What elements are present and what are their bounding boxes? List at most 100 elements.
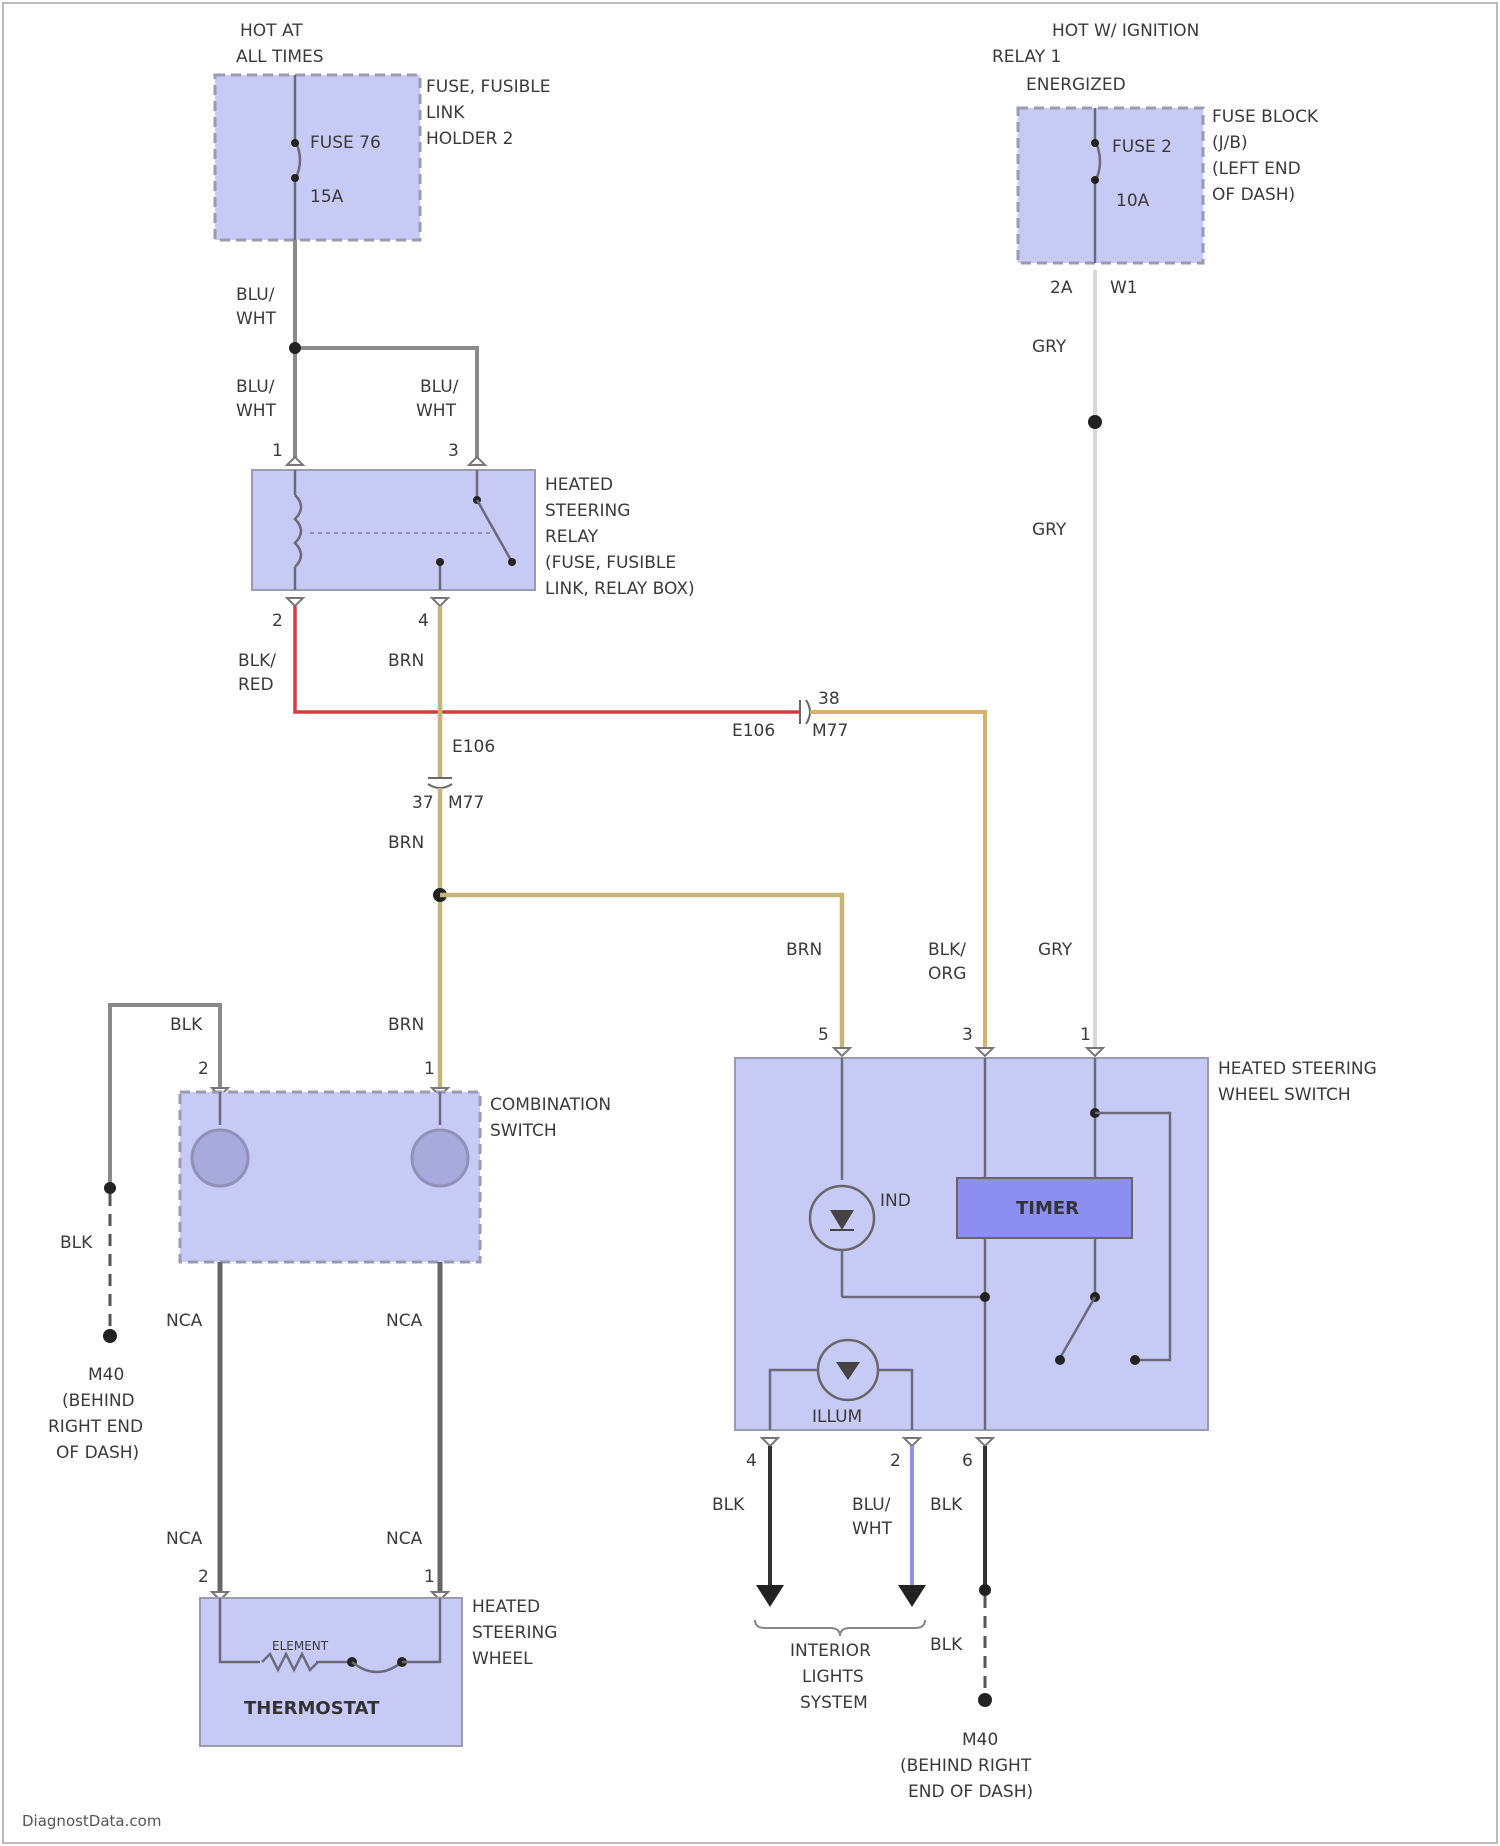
wire-blu-wht-label-2a: BLU/ xyxy=(236,377,275,397)
ground-left-label-3: RIGHT END xyxy=(48,1417,143,1437)
relay-pin-4: 4 xyxy=(418,611,429,631)
hot-ignition-label-2: RELAY 1 xyxy=(992,47,1061,67)
fuse-holder-label-3: HOLDER 2 xyxy=(426,129,514,149)
switch-pin-1: 1 xyxy=(1080,1025,1091,1045)
splice-ground-right xyxy=(979,1584,991,1596)
wire-nca-label-3: NCA xyxy=(166,1529,203,1549)
slip-ring-icon xyxy=(192,1130,248,1186)
splice-gry xyxy=(1088,415,1102,429)
arrow-down-icon xyxy=(756,1585,784,1607)
brace xyxy=(755,1620,925,1636)
relay-label-5: LINK, RELAY BOX) xyxy=(545,579,695,599)
wire-gry-label-1: GRY xyxy=(1032,337,1067,357)
hot-ignition-label-3: ENERGIZED xyxy=(1026,75,1126,95)
wire-nca-label-1: NCA xyxy=(166,1311,203,1331)
relay-pin-2: 2 xyxy=(272,611,283,631)
wire-gry-label-2: GRY xyxy=(1032,520,1067,540)
timer-label: TIMER xyxy=(1016,1198,1079,1219)
fuse-block-label-2: (J/B) xyxy=(1212,133,1248,153)
combo-pin-2: 2 xyxy=(198,1059,209,1079)
fuse-block-pin-left: 2A xyxy=(1050,278,1073,298)
hot-ignition-label-1: HOT W/ IGNITION xyxy=(1052,21,1199,41)
switch-pin-4: 4 xyxy=(746,1451,757,1471)
heated-wheel-label-1: HEATED xyxy=(472,1597,540,1617)
wire-brn-to-switch xyxy=(440,895,842,1048)
ground-left-label-1: M40 xyxy=(88,1365,124,1385)
connector-37 xyxy=(428,778,452,788)
relay-label-4: (FUSE, FUSIBLE xyxy=(545,553,676,573)
frame xyxy=(3,3,1497,1843)
thermostat-label: THERMOSTAT xyxy=(244,1698,380,1719)
ground-right-label-3: END OF DASH) xyxy=(908,1782,1033,1802)
wire-blk-label-1: BLK xyxy=(170,1015,203,1035)
combo-pin-1: 1 xyxy=(424,1059,435,1079)
wire-blu-wht-label-1a: BLU/ xyxy=(236,285,275,305)
wire-blu-wht-label-2b: WHT xyxy=(236,401,277,421)
switch-pin-6: 6 xyxy=(962,1451,973,1471)
fuse-76-label: FUSE 76 xyxy=(310,133,381,153)
wire-blk-red xyxy=(295,606,800,712)
heated-steering-wheel xyxy=(200,1598,462,1746)
combination-switch xyxy=(180,1092,480,1262)
hot-at-all-times-label-2: ALL TIMES xyxy=(236,47,324,67)
wire-nca-label-4: NCA xyxy=(386,1529,423,1549)
interior-lights-label-3: SYSTEM xyxy=(800,1693,868,1713)
illum-label: ILLUM xyxy=(812,1407,862,1427)
heated-wheel-label-2: STEERING xyxy=(472,1623,557,1643)
wheel-pin-2: 2 xyxy=(198,1567,209,1587)
connector-m77-label: M77 xyxy=(812,721,848,741)
connector-m77-label-2: M77 xyxy=(448,793,484,813)
connector-pin-37: 37 xyxy=(412,793,434,813)
fuse-2-label: FUSE 2 xyxy=(1112,137,1172,157)
relay-pin-1: 1 xyxy=(272,441,283,461)
interior-lights-label-1: INTERIOR xyxy=(790,1641,871,1661)
wire-blu-wht-label-3b: WHT xyxy=(416,401,457,421)
slip-ring-icon xyxy=(412,1130,468,1186)
wire-blk-label-4: BLK xyxy=(930,1495,963,1515)
combination-switch-label-2: SWITCH xyxy=(490,1121,557,1141)
connector-e106-side: E106 xyxy=(732,721,775,741)
wire-blk-org xyxy=(810,712,985,1048)
wire-blu-wht-label-1b: WHT xyxy=(236,309,277,329)
wire-blk-label-5: BLK xyxy=(930,1635,963,1655)
heated-steering-relay xyxy=(252,470,535,590)
switch-pin-5: 5 xyxy=(818,1025,829,1045)
fuse-holder-label-1: FUSE, FUSIBLE xyxy=(426,77,550,97)
watermark: DiagnostData.com xyxy=(22,1812,161,1830)
heated-steering-wheel-switch xyxy=(735,1058,1208,1430)
connector-38 xyxy=(800,700,810,724)
wire-gry-label-3: GRY xyxy=(1038,940,1073,960)
switch-pin-2: 2 xyxy=(890,1451,901,1471)
arrow-down-icon xyxy=(898,1585,926,1607)
ground-icon xyxy=(103,1329,117,1343)
combination-switch-label-1: COMBINATION xyxy=(490,1095,611,1115)
relay-pin-3: 3 xyxy=(448,441,459,461)
wire-nca-label-2: NCA xyxy=(386,1311,423,1331)
wire-brn-label-4: BRN xyxy=(388,1015,424,1035)
switch-pin-3: 3 xyxy=(962,1025,973,1045)
splice-top xyxy=(289,342,301,354)
fuse-block xyxy=(1018,108,1203,263)
ground-icon xyxy=(978,1693,992,1707)
wire-brn-label-2: BRN xyxy=(388,833,424,853)
fuse-76-rating: 15A xyxy=(310,187,344,207)
wire-blk-org-label-1: BLK/ xyxy=(928,940,966,960)
relay-label-1: HEATED xyxy=(545,475,613,495)
heater-element-label: ELEMENT xyxy=(272,1639,329,1653)
splice-ground-left xyxy=(104,1182,116,1194)
wire-blk-red-label-1: BLK/ xyxy=(238,651,276,671)
hot-at-all-times-label-1: HOT AT xyxy=(240,21,303,41)
switch-label-2: WHEEL SWITCH xyxy=(1218,1085,1351,1105)
wire-blu-wht-label-3a: BLU/ xyxy=(420,377,459,397)
wire-blu-wht-label-4a: BLU/ xyxy=(852,1495,891,1515)
wire-blk-label-2: BLK xyxy=(60,1233,93,1253)
wire-blk-label-3: BLK xyxy=(712,1495,745,1515)
fuse-2-rating: 10A xyxy=(1116,191,1150,211)
ind-label: IND xyxy=(880,1191,911,1211)
relay-label-3: RELAY xyxy=(545,527,599,547)
ground-left-label-4: OF DASH) xyxy=(56,1443,139,1463)
connector-e106-label: E106 xyxy=(452,737,495,757)
fuse-block-label-4: OF DASH) xyxy=(1212,185,1295,205)
wheel-pin-1: 1 xyxy=(424,1567,435,1587)
